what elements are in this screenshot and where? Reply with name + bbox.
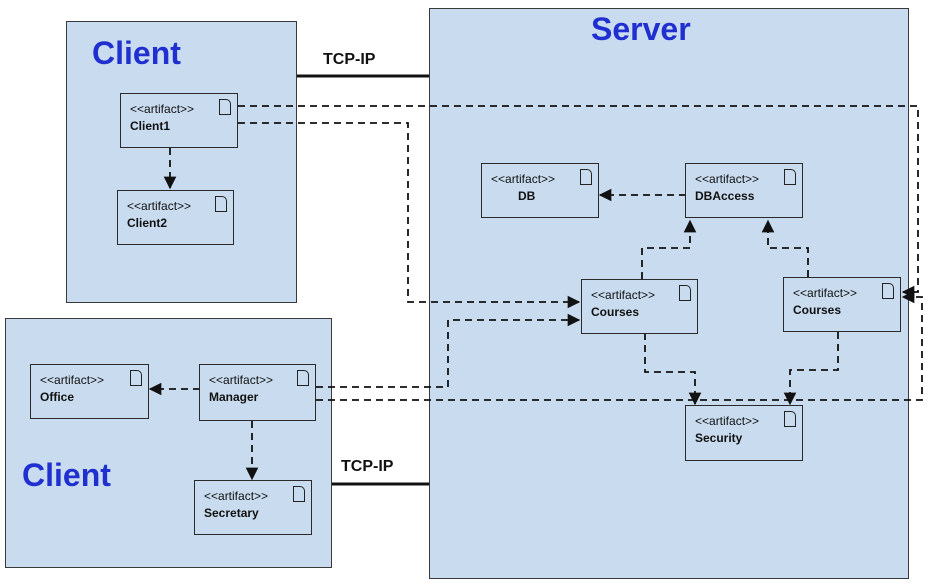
artifact-stereotype: <<artifact>> xyxy=(591,288,656,302)
artifact-name: Security xyxy=(695,431,743,445)
tcp-ip-label-top: TCP-IP xyxy=(323,51,376,68)
artifact-db[interactable]: <<artifact>> DB xyxy=(481,163,599,218)
artifact-manager[interactable]: <<artifact>> Manager xyxy=(199,364,316,421)
artifact-stereotype: <<artifact>> xyxy=(130,102,195,116)
server-node-title: Server xyxy=(591,11,691,47)
artifact-name: Courses xyxy=(591,305,640,319)
dep-courses-right-dbaccess xyxy=(761,219,809,277)
artifact-stereotype: <<artifact>> xyxy=(209,373,274,387)
client-node-top xyxy=(66,21,297,303)
tcp-ip-label-bottom: TCP-IP xyxy=(341,458,394,475)
artifact-client2[interactable]: <<artifact>> Client2 xyxy=(117,190,234,245)
artifact-name: Client1 xyxy=(130,119,171,133)
artifact-document-icon xyxy=(679,285,691,301)
client-node-top-title: Client xyxy=(92,35,181,71)
artifact-name: DBAccess xyxy=(695,189,755,203)
dep-client1-courses-left xyxy=(238,122,581,309)
artifact-document-icon xyxy=(215,196,227,212)
artifact-document-icon xyxy=(784,169,796,185)
artifact-document-icon xyxy=(784,411,796,427)
artifact-document-icon xyxy=(219,99,231,115)
client-node-bottom-title: Client xyxy=(22,457,111,493)
artifact-name: Manager xyxy=(209,390,259,404)
dep-courses-left-dbaccess xyxy=(641,219,697,279)
artifact-courses-left[interactable]: <<artifact>> Courses xyxy=(581,279,698,334)
artifact-courses-right[interactable]: <<artifact>> Courses xyxy=(783,277,901,332)
artifact-stereotype: <<artifact>> xyxy=(204,489,269,503)
artifact-stereotype: <<artifact>> xyxy=(793,286,858,300)
artifact-document-icon xyxy=(580,169,592,185)
artifact-document-icon xyxy=(130,370,142,386)
dep-courses-left-security xyxy=(644,333,702,406)
artifact-name: Secretary xyxy=(204,506,259,520)
dep-manager-courses-left xyxy=(316,313,581,388)
artifact-document-icon xyxy=(297,370,309,386)
artifact-stereotype: <<artifact>> xyxy=(127,199,192,213)
artifact-stereotype: <<artifact>> xyxy=(40,373,105,387)
dep-manager-courses-right xyxy=(316,290,923,401)
artifact-stereotype: <<artifact>> xyxy=(695,414,760,428)
artifact-stereotype: <<artifact>> xyxy=(695,172,760,186)
dep-client1-courses-right xyxy=(238,105,919,299)
artifact-office[interactable]: <<artifact>> Office xyxy=(30,364,149,419)
artifact-name: Office xyxy=(40,390,75,404)
artifact-name: DB xyxy=(518,189,536,203)
artifact-document-icon xyxy=(882,283,894,299)
artifact-document-icon xyxy=(293,486,305,502)
artifact-secretary[interactable]: <<artifact>> Secretary xyxy=(194,480,312,535)
artifact-stereotype: <<artifact>> xyxy=(491,172,556,186)
artifact-name: Client2 xyxy=(127,216,168,230)
dep-courses-right-security xyxy=(783,332,839,406)
artifact-client1[interactable]: <<artifact>> Client1 xyxy=(120,93,238,148)
artifact-name: Courses xyxy=(793,303,842,317)
artifact-dbaccess[interactable]: <<artifact>> DBAccess xyxy=(685,163,803,218)
artifact-security[interactable]: <<artifact>> Security xyxy=(685,405,803,461)
